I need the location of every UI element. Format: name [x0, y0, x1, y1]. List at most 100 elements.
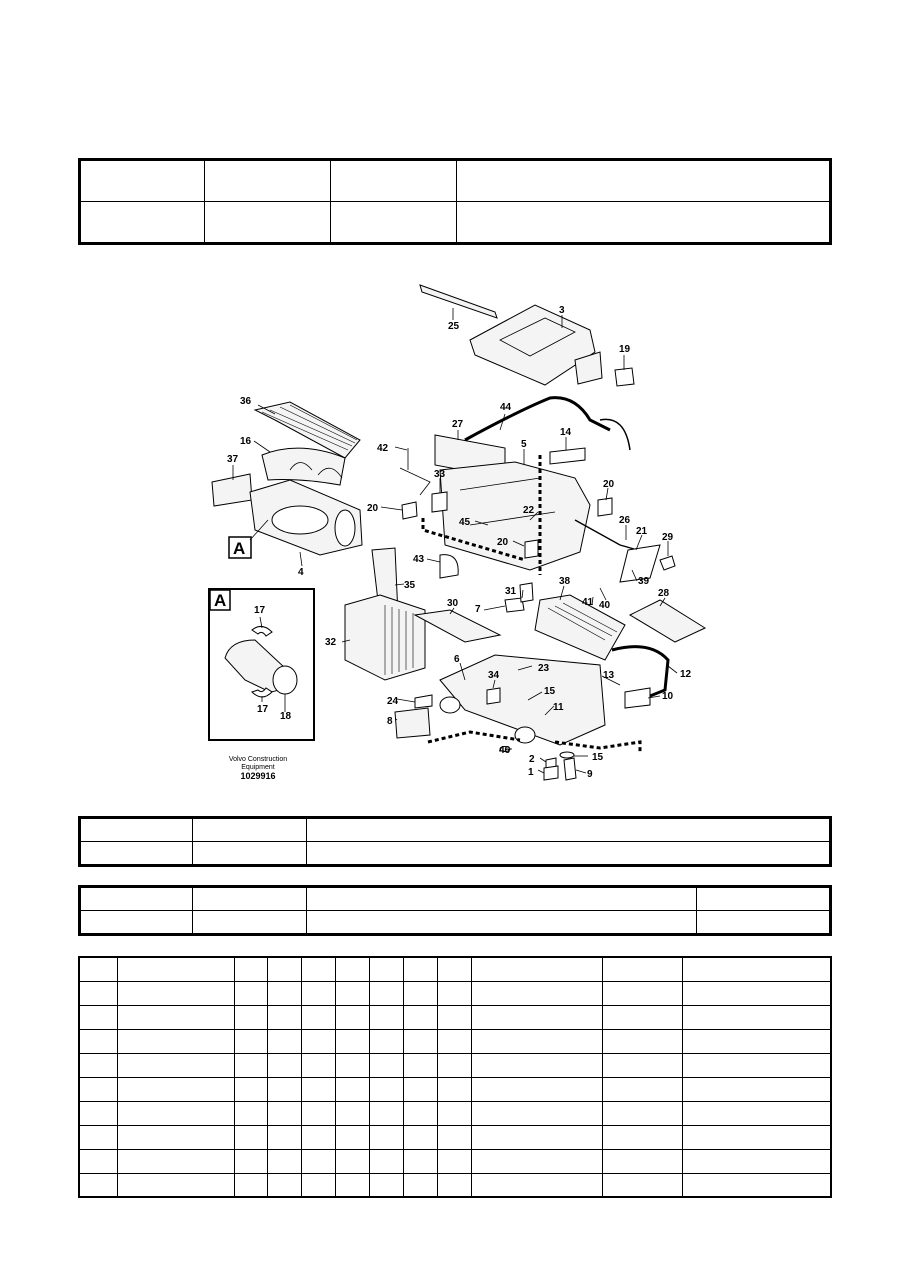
header-table [78, 158, 832, 245]
part-shape [624, 687, 651, 709]
parts-cell [681, 1148, 832, 1174]
part-shape [574, 351, 603, 385]
parts-row [78, 1076, 832, 1102]
parts-cell [601, 1028, 683, 1054]
parts-cell [402, 1148, 438, 1174]
callout-34: 34 [488, 670, 500, 681]
wiring-line [421, 518, 526, 562]
header-cell [456, 201, 831, 244]
parts-cell [266, 1076, 302, 1102]
part-shape [543, 765, 559, 781]
parts-cell [116, 956, 235, 982]
parts-cell [78, 1052, 118, 1078]
parts-cell [470, 1124, 603, 1150]
parts-cell [681, 1028, 832, 1054]
parts-row [78, 1004, 832, 1030]
parts-cell [402, 1028, 438, 1054]
callout-46: 46 [499, 745, 511, 756]
callout-4: 4 [298, 567, 304, 578]
parts-cell [334, 1052, 370, 1078]
parts-cell [78, 1004, 118, 1030]
callout-22: 22 [523, 505, 535, 516]
parts-cell [402, 1052, 438, 1078]
info-cell [306, 886, 697, 911]
parts-list-table [78, 956, 832, 1198]
callout-33: 33 [434, 469, 446, 480]
parts-cell [334, 1004, 370, 1030]
parts-cell [681, 1100, 832, 1126]
part-shape [334, 509, 356, 547]
parts-cell [266, 980, 302, 1006]
parts-cell [334, 980, 370, 1006]
parts-cell [233, 1148, 268, 1174]
parts-row [78, 1028, 832, 1054]
parts-cell [470, 1148, 603, 1174]
info-cell [79, 910, 193, 935]
parts-cell [601, 980, 683, 1006]
parts-row [78, 1172, 832, 1198]
parts-cell [300, 1004, 336, 1030]
parts-cell [470, 1004, 603, 1030]
parts-cell [233, 1028, 268, 1054]
part-shape [611, 645, 670, 702]
callout-17b: 17 [257, 704, 269, 715]
header-cell [330, 201, 457, 244]
parts-cell [681, 1172, 832, 1198]
parts-cell [436, 1004, 472, 1030]
parts-cell [368, 1076, 404, 1102]
detail-a-label-box [209, 589, 231, 611]
parts-cell [300, 1076, 336, 1102]
parts-cell [368, 1100, 404, 1126]
callout-23: 23 [538, 663, 550, 674]
parts-cell [233, 1076, 268, 1102]
parts-cell [334, 1028, 370, 1054]
parts-cell [300, 1124, 336, 1150]
detail-a-marker-label: A [233, 539, 245, 558]
parts-cell [601, 1052, 683, 1078]
parts-cell [334, 956, 370, 982]
part-shape [519, 582, 534, 603]
info-cell [306, 841, 831, 866]
parts-cell [233, 956, 268, 982]
callout-3: 3 [559, 305, 565, 316]
header-cell [456, 159, 831, 202]
header-cell [204, 159, 331, 202]
parts-cell [266, 1100, 302, 1126]
callout-8: 8 [387, 716, 393, 727]
parts-cell [266, 1052, 302, 1078]
callout-31: 31 [505, 586, 517, 597]
parts-cell [601, 1004, 683, 1030]
info-cell [192, 910, 307, 935]
parts-cell [300, 980, 336, 1006]
part-shape [401, 501, 418, 520]
parts-cell [300, 1028, 336, 1054]
part-detail [399, 448, 431, 496]
parts-row [78, 980, 832, 1006]
callout-38: 38 [559, 576, 571, 587]
callout-15b: 15 [592, 752, 604, 763]
parts-cell [368, 1172, 404, 1198]
parts-cell [436, 956, 472, 982]
header-row [79, 201, 831, 244]
parts-cell [116, 1148, 235, 1174]
part-shape [559, 751, 575, 759]
info-cell [306, 910, 697, 935]
parts-cell [116, 1004, 235, 1030]
parts-cell [266, 956, 302, 982]
wiring-line [554, 740, 642, 752]
callout-15a: 15 [544, 686, 556, 697]
parts-cell [116, 1172, 235, 1198]
info-cell [696, 886, 831, 911]
parts-cell [470, 1028, 603, 1054]
callout-20a: 20 [603, 479, 615, 490]
callout-20b: 20 [367, 503, 379, 514]
parts-cell [368, 1028, 404, 1054]
parts-cell [233, 1004, 268, 1030]
callout-5: 5 [521, 439, 527, 450]
part-shape [414, 694, 433, 709]
parts-cell [116, 1076, 235, 1102]
parts-cell [436, 1028, 472, 1054]
info-cell [192, 841, 307, 866]
info-cell [79, 886, 193, 911]
parts-cell [233, 1052, 268, 1078]
